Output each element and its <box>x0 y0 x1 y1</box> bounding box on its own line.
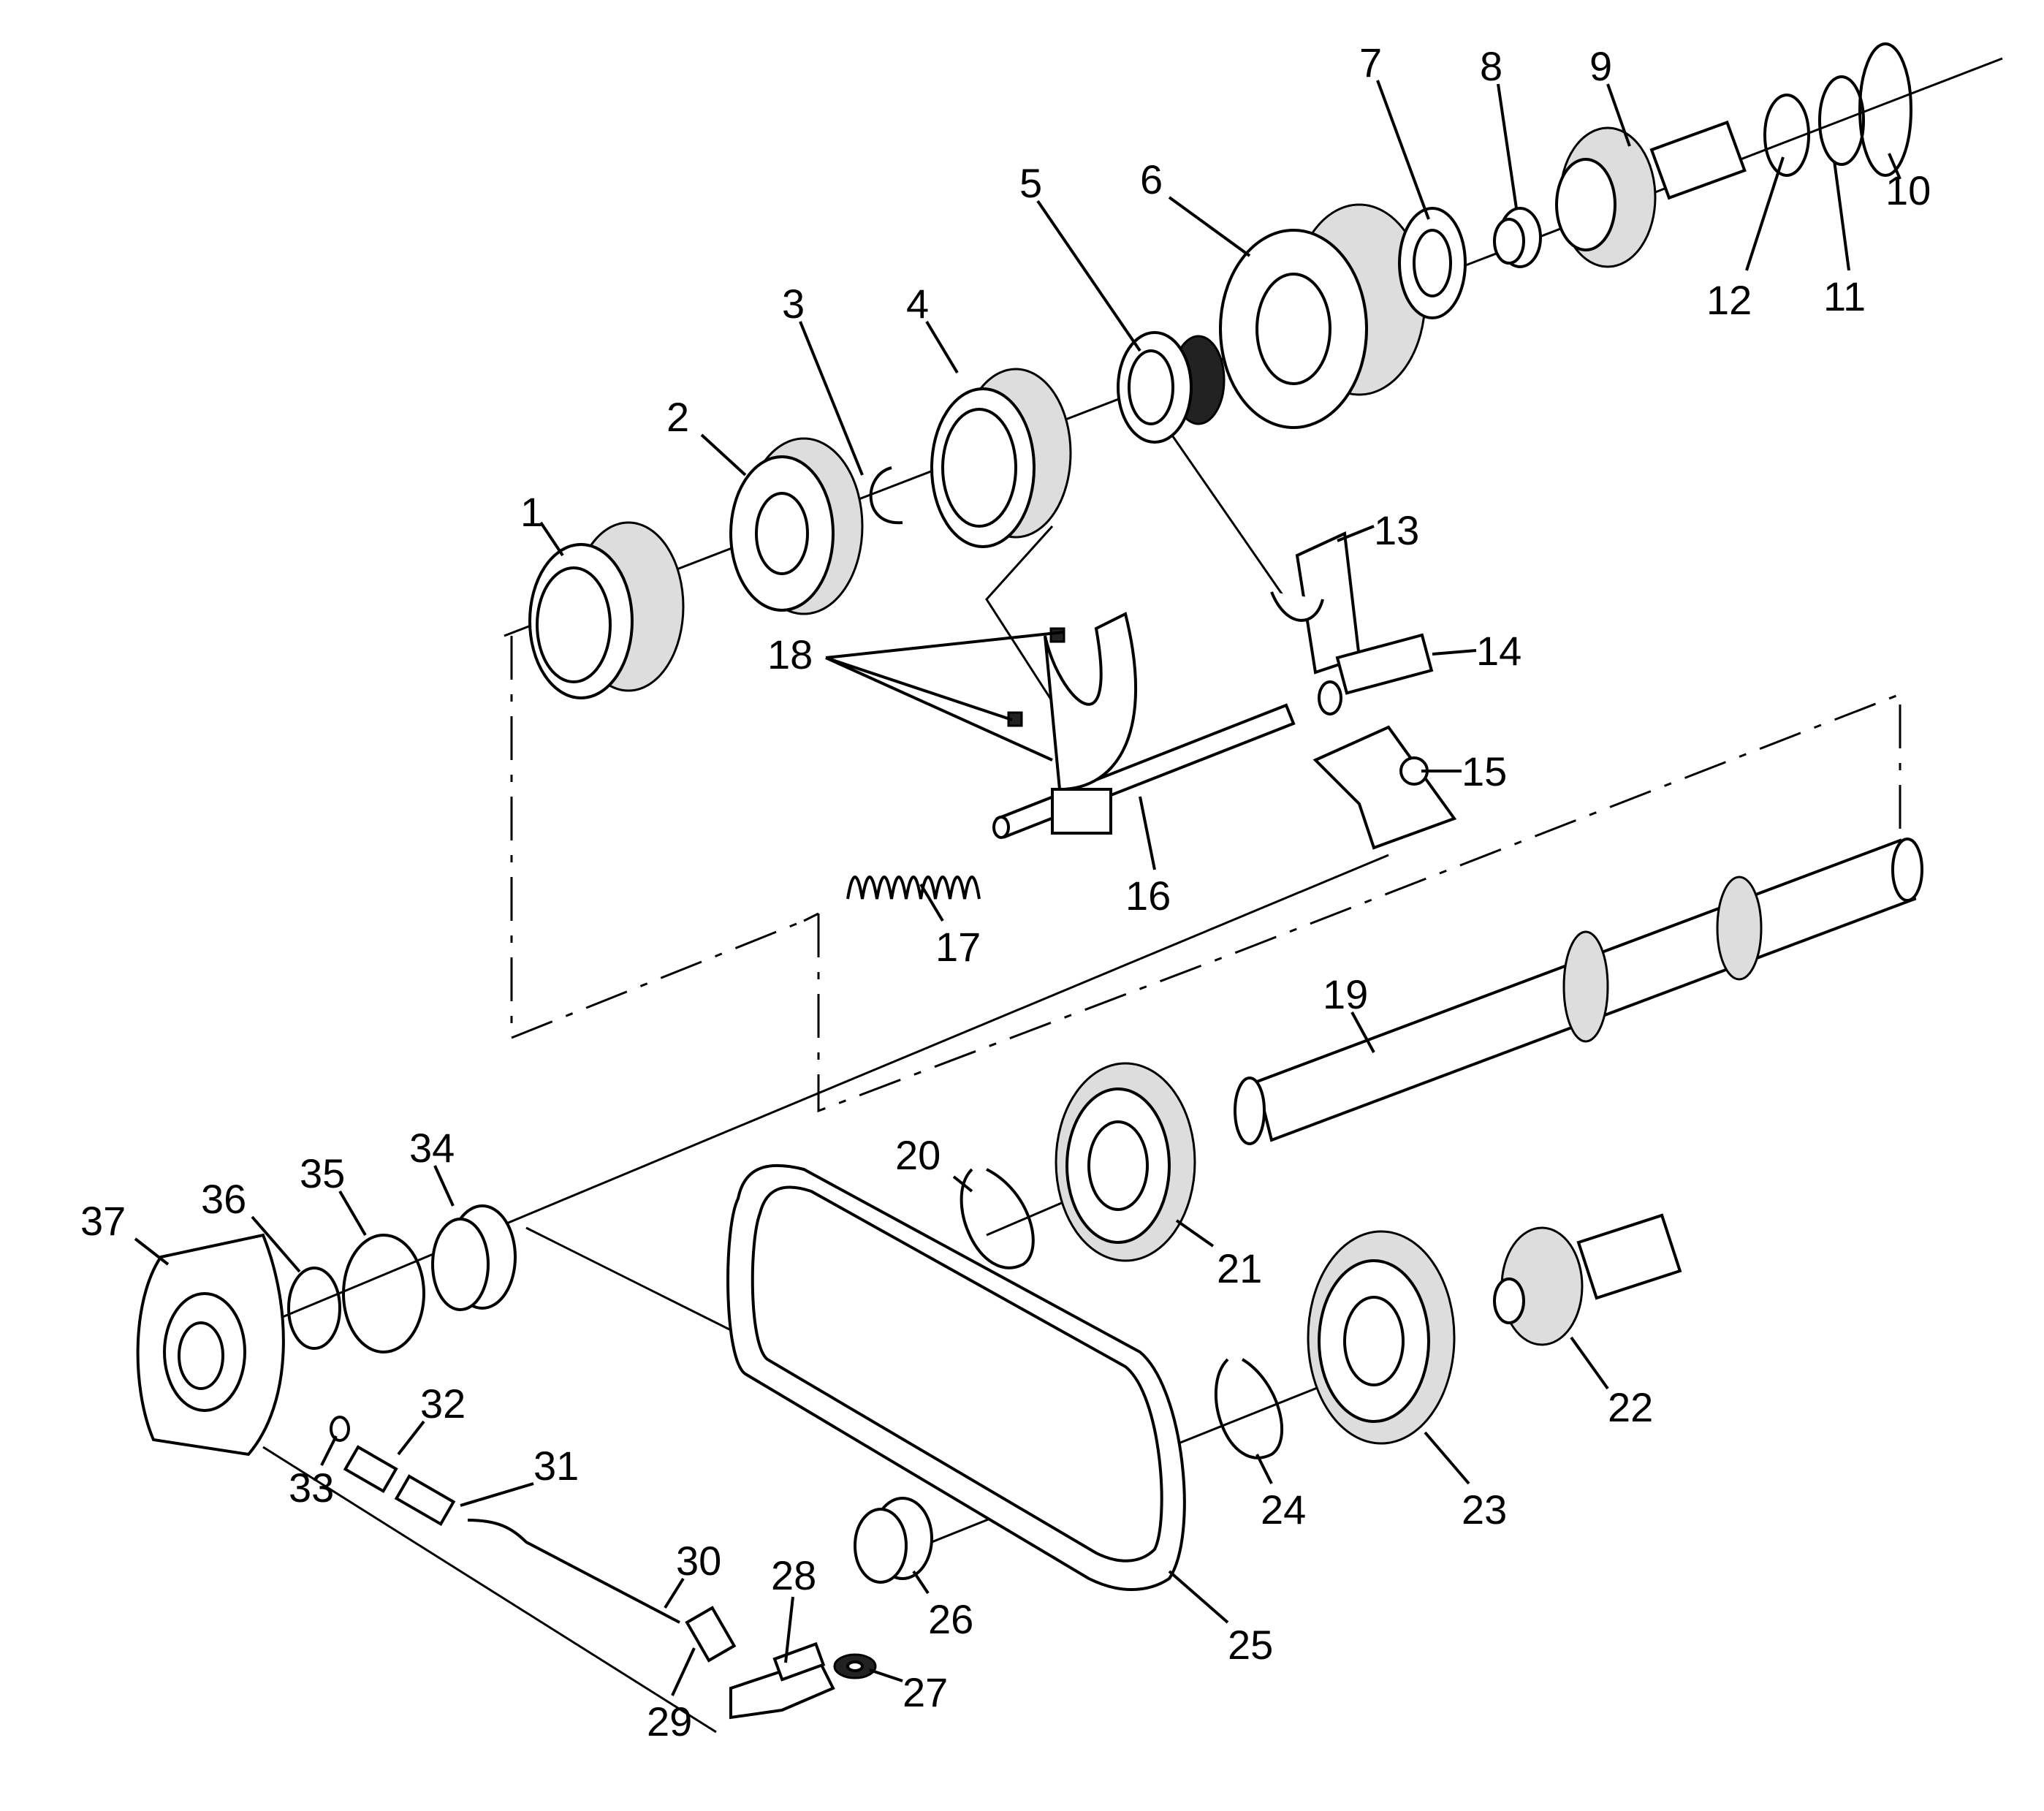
part-36-snap-ring <box>287 1267 341 1350</box>
label-3: 3 <box>782 281 805 327</box>
label-20: 20 <box>895 1132 941 1178</box>
label-10: 10 <box>1885 167 1931 213</box>
part-26-needle-bearing <box>854 1497 933 1584</box>
label-29: 29 <box>647 1698 692 1744</box>
label-1: 1 <box>520 489 543 535</box>
label-35: 35 <box>300 1150 345 1196</box>
part-37-oil-pump-housing <box>136 1233 285 1457</box>
label-27: 27 <box>903 1669 948 1715</box>
label-30: 30 <box>676 1538 721 1584</box>
label-37: 37 <box>80 1198 126 1244</box>
label-16: 16 <box>1125 873 1171 919</box>
label-26: 26 <box>928 1596 973 1642</box>
label-14: 14 <box>1476 628 1521 674</box>
label-19: 19 <box>1323 971 1368 1017</box>
part-12-snap-ring <box>1763 94 1810 177</box>
part-5-bearing <box>1117 331 1226 444</box>
part-7-thrust-washer <box>1398 207 1467 319</box>
part-28-pump-bracket <box>729 1641 835 1720</box>
part-32-tube-sleeve <box>343 1445 398 1494</box>
label-8: 8 <box>1480 43 1502 89</box>
label-31: 31 <box>533 1443 579 1489</box>
label-22: 22 <box>1608 1384 1653 1430</box>
label-9: 9 <box>1589 43 1612 89</box>
label-4: 4 <box>906 281 929 327</box>
part-24-snap-ring <box>1215 1358 1283 1459</box>
callout-labels: 1 2 3 4 5 6 7 8 9 10 11 12 13 14 15 16 1… <box>80 39 1931 1744</box>
label-33: 33 <box>289 1465 334 1511</box>
label-18: 18 <box>767 631 813 677</box>
part-31-tube-coupling <box>394 1474 456 1527</box>
part-35-ring <box>342 1234 425 1353</box>
part-20-snap-ring <box>960 1168 1035 1269</box>
part-23-driven-sprocket <box>1307 1230 1456 1445</box>
part-34-bearing <box>431 1204 517 1311</box>
label-15: 15 <box>1462 748 1507 794</box>
part-17-spring <box>846 876 981 900</box>
label-6: 6 <box>1140 156 1163 202</box>
label-34: 34 <box>409 1125 455 1171</box>
part-14-shift-pin <box>1318 633 1434 715</box>
label-7: 7 <box>1359 39 1382 86</box>
leader-lines <box>134 80 1901 1696</box>
part-19-main-shaft <box>1234 838 1923 1145</box>
part-13-shift-fork <box>1270 531 1361 675</box>
alignment-brackets <box>510 430 1901 1332</box>
part-3-snap-ring <box>869 466 903 525</box>
label-21: 21 <box>1217 1245 1262 1291</box>
part-15-sector-plate <box>1312 725 1457 850</box>
part-27-washer <box>833 1653 877 1679</box>
label-24: 24 <box>1261 1487 1306 1533</box>
part-22-output-shaft <box>1493 1213 1682 1346</box>
part-33-o-ring <box>330 1416 350 1442</box>
part-18-shift-fork-pads <box>1007 612 1137 835</box>
label-23: 23 <box>1462 1487 1507 1533</box>
part-8-bushing <box>1493 207 1542 268</box>
label-11: 11 <box>1823 273 1866 319</box>
part-21-drive-sprocket <box>1055 1062 1196 1262</box>
label-32: 32 <box>420 1381 466 1427</box>
label-12: 12 <box>1706 277 1752 323</box>
label-2: 2 <box>666 394 689 440</box>
label-36: 36 <box>201 1176 246 1222</box>
part-11-seal-ring <box>1818 75 1865 166</box>
part-30-pickup-tube <box>467 1519 680 1624</box>
label-17: 17 <box>935 924 981 970</box>
part-4-clutch-sleeve <box>930 368 1072 548</box>
part-10-retaining-ring <box>1858 42 1912 177</box>
part-9-input-shaft <box>1555 120 1747 268</box>
label-25: 25 <box>1228 1622 1273 1668</box>
label-28: 28 <box>771 1552 816 1598</box>
part-6-planetary-carrier <box>1219 203 1426 429</box>
label-13: 13 <box>1374 507 1419 553</box>
part-29-tube-fitting <box>685 1606 737 1663</box>
part-25-drive-chain <box>726 1163 1186 1591</box>
label-5: 5 <box>1019 160 1042 206</box>
part-1-gear-hub <box>528 521 685 699</box>
part-2-gear <box>729 437 864 615</box>
